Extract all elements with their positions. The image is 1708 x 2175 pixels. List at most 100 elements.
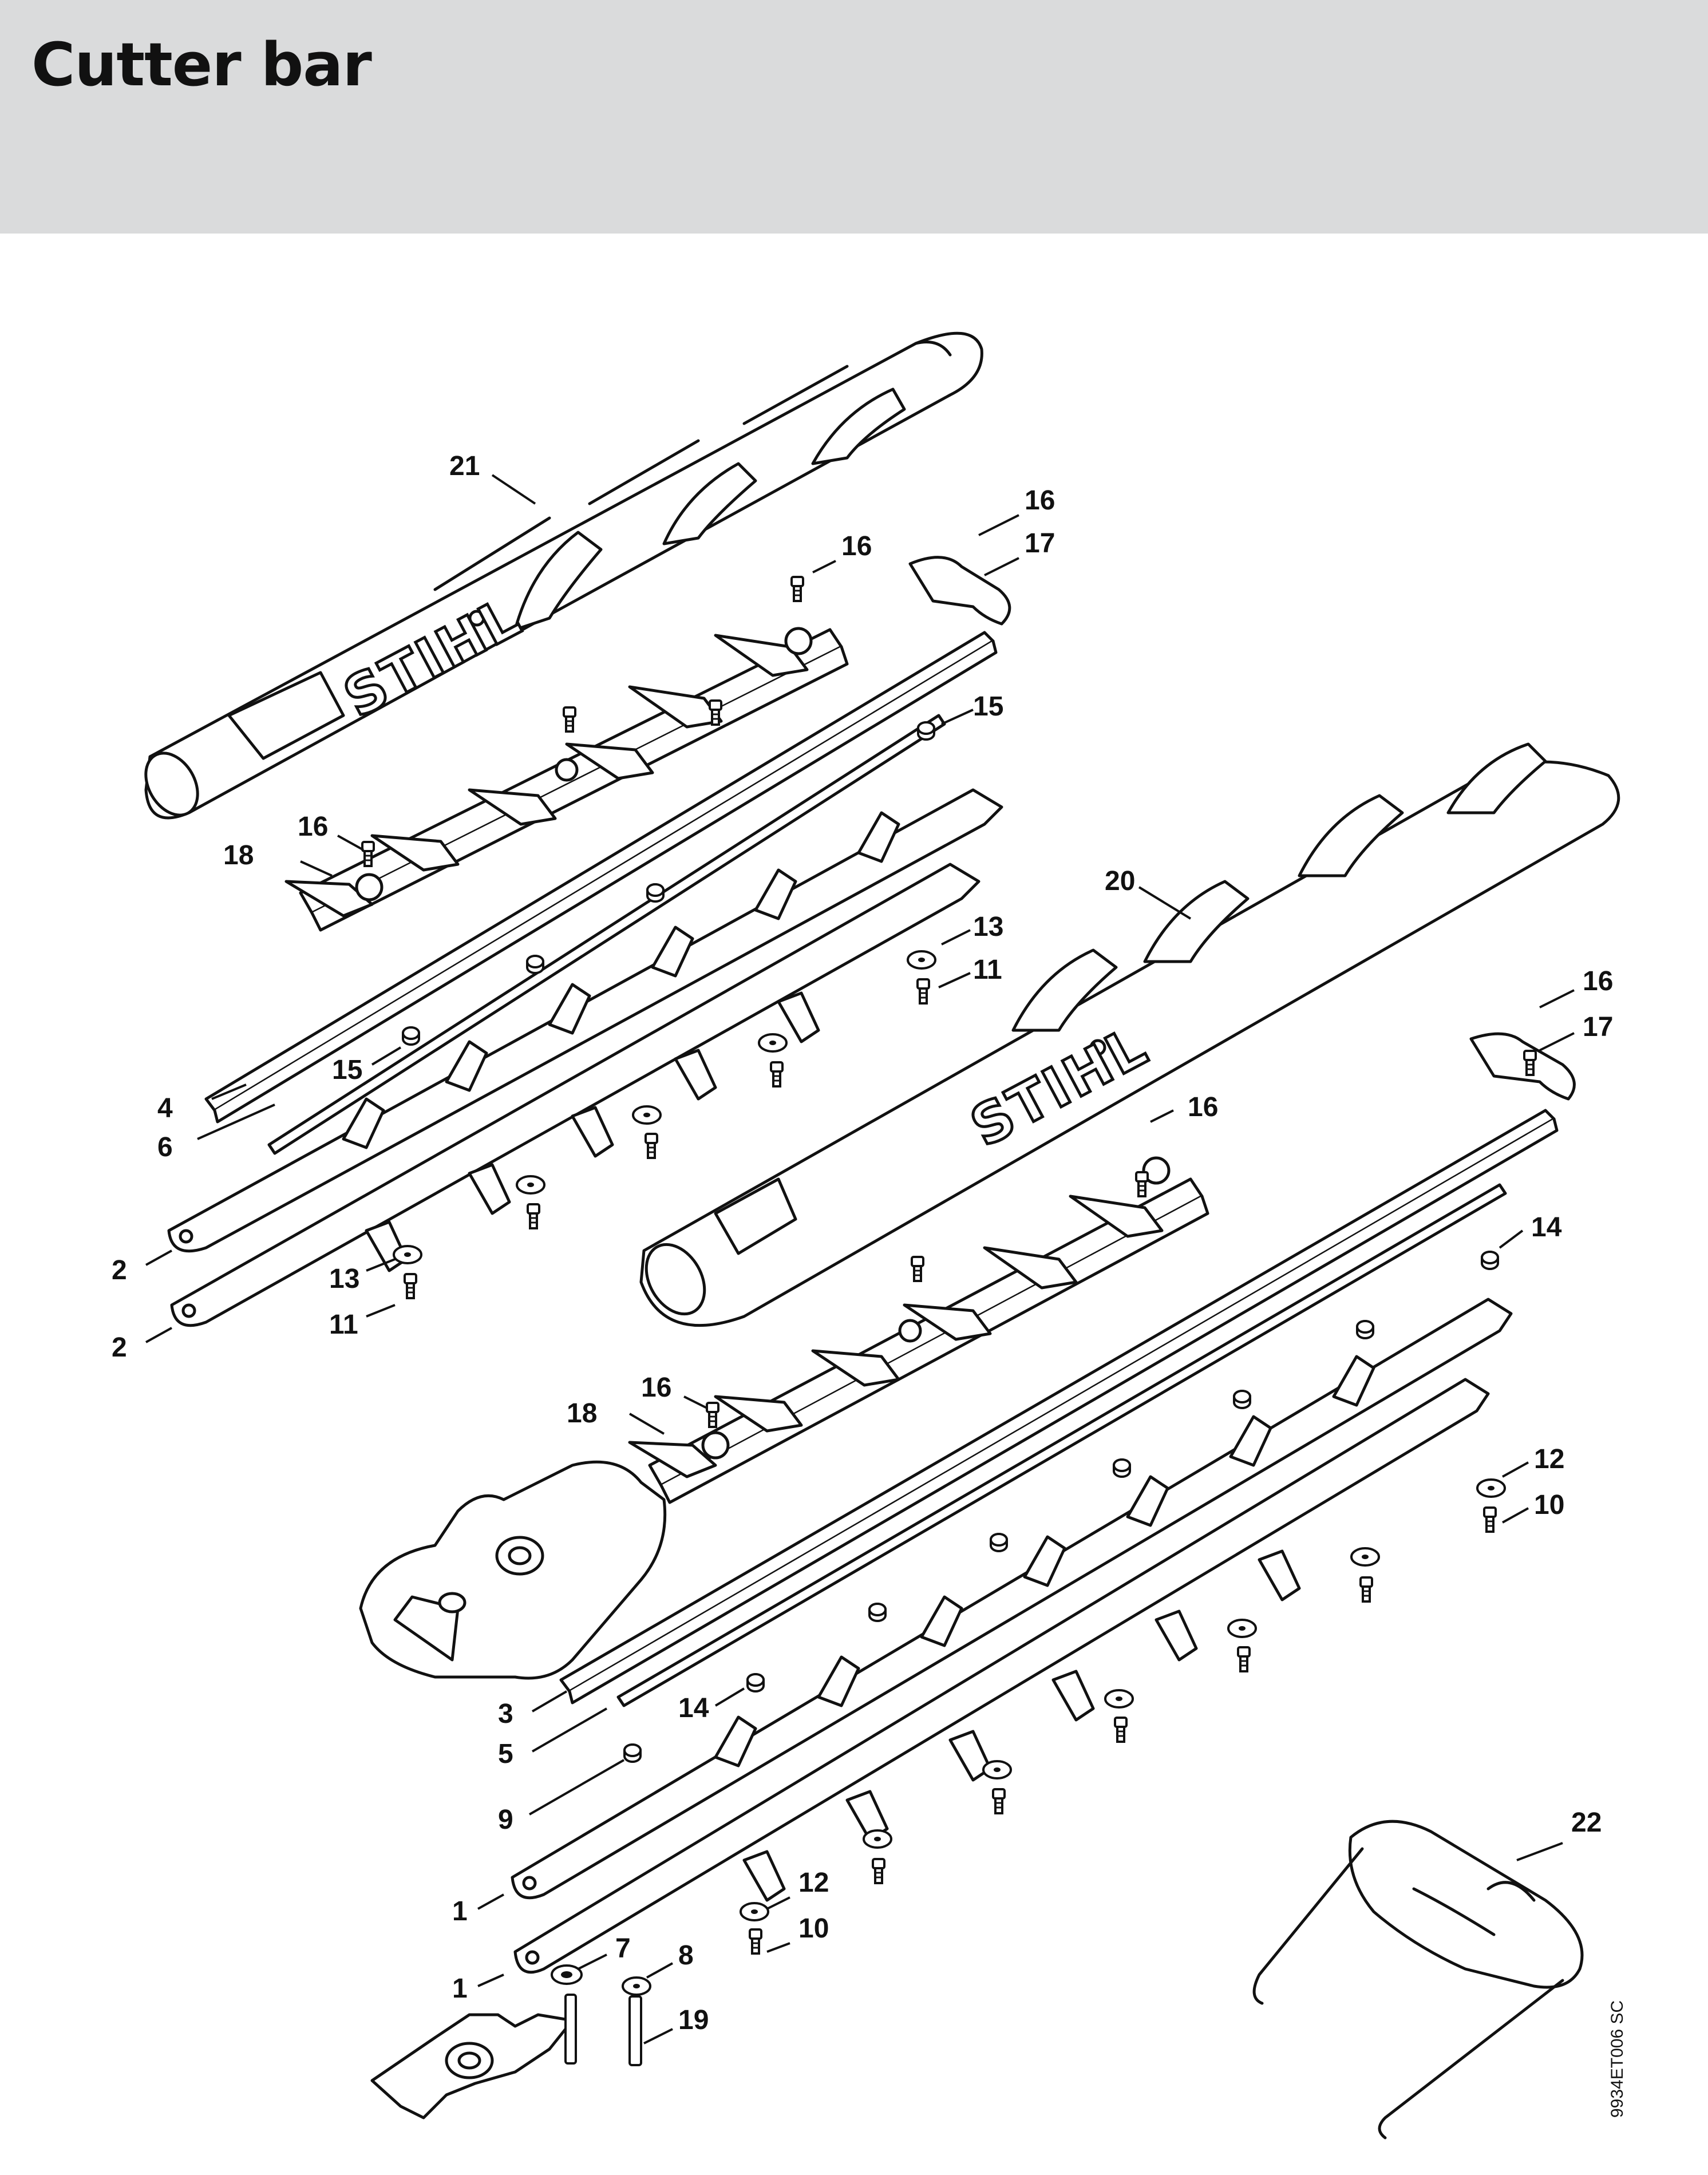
lower-flat-bar (559, 1109, 1559, 1705)
callout-8: 8 (678, 1940, 694, 1971)
spacer-14-b (746, 1673, 765, 1692)
gear-housing (359, 1460, 667, 1680)
callout-1: 1 (452, 1896, 468, 1927)
spacer-f (990, 1533, 1008, 1552)
callout-1: 1 (452, 1974, 468, 2004)
spacer-b (526, 955, 544, 974)
lower-guide-strip (616, 1183, 1507, 1707)
callout-13: 13 (973, 912, 1003, 942)
bolt-16-b (563, 706, 576, 733)
washer-c (516, 1175, 545, 1195)
callout-15: 15 (973, 691, 1003, 722)
spacer-g (868, 1603, 887, 1622)
bolt-g (1114, 1717, 1128, 1743)
washer-12-a (1476, 1478, 1506, 1498)
lower-blade-holder (628, 1156, 1209, 1504)
washer-g (982, 1760, 1012, 1779)
bolt-10-b (749, 1928, 762, 1955)
callout-19: 19 (678, 2005, 709, 2035)
callout-20: 20 (1105, 866, 1135, 896)
callout-3: 3 (498, 1699, 513, 1729)
upper-guide-strip (267, 714, 946, 1155)
callout-21: 21 (449, 451, 480, 481)
spacer-15-a (917, 721, 935, 741)
bolt-h (992, 1788, 1006, 1814)
callout-18: 18 (223, 840, 254, 871)
callout-2: 2 (112, 1255, 127, 1286)
spacer-c (1356, 1320, 1374, 1339)
spacer-d (1233, 1390, 1251, 1409)
bolt-11-b (404, 1273, 417, 1299)
spacer-e (1113, 1458, 1131, 1478)
bolt-16-h (706, 1402, 719, 1428)
callout-16: 16 (1188, 1092, 1218, 1122)
bolt-e (1359, 1576, 1373, 1603)
bolt-16-g (1523, 1050, 1537, 1076)
bolt-19 (628, 1995, 642, 2066)
callout-11: 11 (329, 1310, 358, 1340)
bolt-16-f (911, 1256, 924, 1282)
washer-a (758, 1033, 788, 1053)
washer-d (1350, 1547, 1380, 1567)
bolt-16-c (709, 699, 722, 726)
lower-tip-guard (1469, 1032, 1576, 1101)
bolt-11-a (916, 978, 930, 1005)
callout-13: 13 (329, 1264, 359, 1294)
bolt-10-a (1483, 1506, 1497, 1533)
callout-16: 16 (841, 531, 872, 561)
washer-e (1227, 1619, 1257, 1638)
callout-7: 7 (615, 1933, 631, 1964)
page-title: Cutter bar (31, 30, 372, 100)
callout-16: 16 (1025, 485, 1055, 516)
callout-11: 11 (973, 955, 1002, 985)
callout-4: 4 (157, 1093, 173, 1124)
washer-h (863, 1829, 892, 1849)
bolt-i (872, 1858, 885, 1884)
upper-blade-guard: STIHL (144, 331, 983, 820)
callout-6: 6 (157, 1132, 173, 1162)
washer-f (1104, 1689, 1134, 1709)
upper-blades (167, 788, 1003, 1327)
callout-15: 15 (332, 1055, 362, 1085)
bolt-f (1237, 1646, 1251, 1672)
callout-22: 22 (1571, 1808, 1602, 1838)
lower-blades (511, 1298, 1513, 1974)
callout-10: 10 (798, 1913, 829, 1944)
bolt-16-e (1135, 1171, 1149, 1197)
callout-2: 2 (112, 1332, 127, 1363)
upper-flat-bar (204, 631, 998, 1124)
header-band: Cutter bar (0, 0, 1708, 234)
washer-b (632, 1105, 662, 1125)
callout-16: 16 (298, 812, 328, 842)
bolt-16-a (790, 576, 804, 602)
washer-13-b (393, 1245, 422, 1264)
callout-16: 16 (1583, 966, 1613, 996)
bolt-d (527, 1203, 540, 1229)
callout-12: 12 (1534, 1444, 1564, 1474)
spacer-a (646, 883, 665, 903)
callout-9: 9 (498, 1805, 513, 1835)
callout-labels: 21 16 16 17 15 16 18 20 13 11 15 4 6 16 … (112, 451, 1613, 2035)
leader-lines (145, 474, 1575, 2044)
drawing-code: 9934ET006 SC (1608, 2000, 1627, 2118)
callout-17: 17 (1025, 528, 1055, 559)
upper-tip-guard (908, 556, 1011, 626)
callout-10: 10 (1534, 1490, 1564, 1520)
callout-14: 14 (1531, 1212, 1562, 1243)
spacer-9 (623, 1743, 642, 1763)
callout-5: 5 (498, 1739, 513, 1769)
spacer-15-b (402, 1026, 420, 1046)
bolt-16-d (361, 841, 375, 867)
callout-12: 12 (798, 1868, 829, 1898)
washer-8 (622, 1976, 651, 1996)
bolt-b (770, 1061, 784, 1088)
callout-18: 18 (567, 1398, 597, 1429)
safety-glasses (1252, 1820, 1584, 2140)
bolt-c (645, 1133, 658, 1159)
callout-14: 14 (678, 1693, 709, 1723)
callout-17: 17 (1583, 1012, 1613, 1042)
lower-fasteners (551, 1050, 1537, 2066)
bolt-drive-plate (564, 1994, 577, 2065)
spacer-14-a (1481, 1251, 1499, 1270)
